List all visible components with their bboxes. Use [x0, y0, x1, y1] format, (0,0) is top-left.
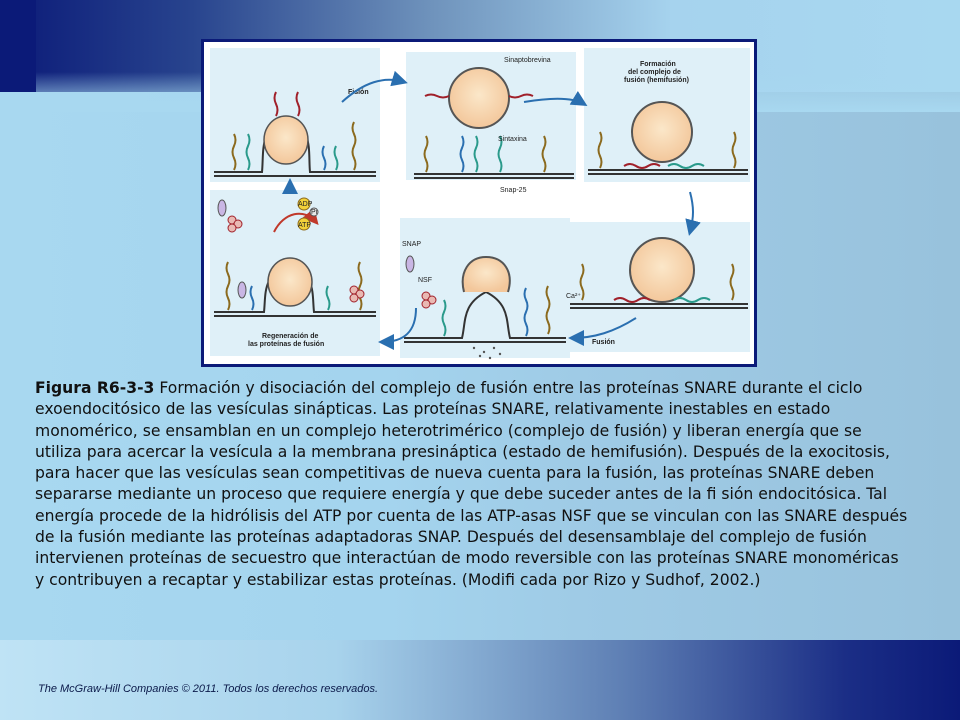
label-snap: SNAP [402, 241, 421, 248]
arrow-complex-to-hemifusion [685, 191, 701, 236]
arrow-fusion-to-regeneration [378, 307, 417, 350]
panel-regeneration [214, 197, 376, 317]
snare-cycle-diagram: Fisión Sinaptobrevina Sintaxina Snap-25 … [210, 48, 750, 360]
panel-hemifusion [570, 237, 748, 309]
label-sintaxina: Sintaxina [498, 136, 527, 143]
label-formacion-2: del complejo de [628, 69, 681, 76]
label-sinaptobrevina: Sinaptobrevina [504, 57, 551, 64]
arrow-vesicle-to-complex [523, 90, 588, 107]
label-ca: Ca²⁺ [566, 293, 581, 300]
label-regeneracion-1: Regeneración de [262, 333, 319, 340]
label-regeneracion-2: las proteínas de fusión [248, 341, 324, 348]
label-snap25: Snap-25 [500, 187, 527, 194]
header-corner-block [0, 0, 36, 92]
label-formacion-1: Formación [640, 61, 676, 68]
panel-fusion-exocytosis [404, 255, 566, 360]
copyright-footer: The McGraw-Hill Companies © 2011. Todos … [38, 683, 379, 695]
caption-title: Figura R6-3-3 [35, 379, 155, 397]
label-formacion-3: fusión (hemifusión) [624, 77, 689, 84]
panel-fission-budding [214, 91, 376, 177]
caption-text: Formación y disociación del complejo de … [35, 379, 908, 589]
snare-cycle-figure: Fisión Sinaptobrevina Sintaxina Snap-25 … [201, 39, 757, 367]
figure-caption: Figura R6-3-3 Formación y disociación de… [35, 378, 910, 591]
arrow-fision-to-vesicle [341, 70, 408, 103]
panel-free-vesicle [414, 67, 574, 179]
panel-complex-formation [588, 101, 748, 175]
label-nsf: NSF [418, 277, 432, 284]
label-fision-top: Fisión [348, 89, 369, 96]
arrow-hemifusion-to-fusion [568, 317, 637, 346]
label-pi: Pi [311, 209, 318, 216]
label-atp: ATP [298, 222, 311, 229]
label-fusion-bottom: Fusión [592, 339, 615, 346]
footer-gradient-band [0, 640, 960, 720]
label-adp: ADP [298, 201, 313, 208]
